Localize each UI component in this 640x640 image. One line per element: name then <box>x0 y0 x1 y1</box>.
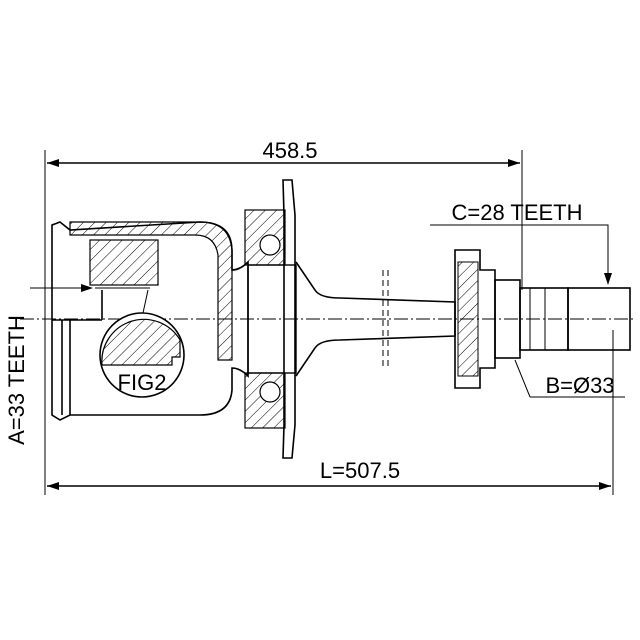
outer-housing <box>51 221 249 421</box>
bearing-and-flange <box>244 179 297 459</box>
diameter-b-label: B=Ø33 <box>545 373 614 398</box>
outboard-spline <box>454 249 631 389</box>
fig2-detail <box>99 289 185 398</box>
teeth-a-label: A=33 TEETH <box>4 315 29 445</box>
dimension-total-length <box>47 482 611 490</box>
leader-b <box>514 359 625 398</box>
leader-c <box>430 224 609 280</box>
total-length-label: L=507.5 <box>320 458 400 483</box>
dimension-458 <box>47 159 520 167</box>
teeth-c-label: C=28 TEETH <box>451 200 582 225</box>
dimension-top-label: 458.5 <box>262 138 317 163</box>
fig2-label: FIG2 <box>118 370 167 395</box>
